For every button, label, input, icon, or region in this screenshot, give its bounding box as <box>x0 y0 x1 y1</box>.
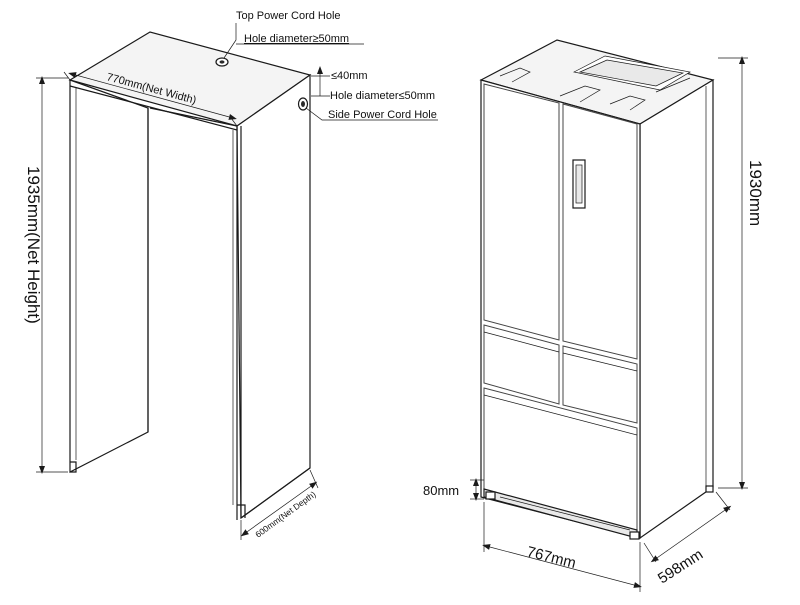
side-offset-label: ≤40mm <box>331 70 368 82</box>
upper-right-door <box>562 103 638 360</box>
middle-right-drawer <box>562 345 638 424</box>
front-left-foot <box>485 491 496 500</box>
fridge-drawing: 1930mm 80mm 767mm 598mm <box>423 39 765 592</box>
fridge-width-label: 767mm <box>525 543 578 572</box>
cabinet-left-side <box>69 79 149 473</box>
fridge-depth-label: 598mm <box>655 546 706 588</box>
top-hole-diameter-label: Hole diameter≥50mm <box>244 33 349 45</box>
rear-right-foot <box>705 485 714 493</box>
upper-left-door <box>483 83 560 341</box>
fridge-side <box>639 78 714 540</box>
middle-left-drawer <box>483 324 560 405</box>
cabinet-right-side <box>236 73 311 520</box>
top-hole-label: Top Power Cord Hole <box>236 10 341 22</box>
side-hole-diameter-label: Hole diameter≤50mm <box>330 90 435 102</box>
side-hole-label: Side Power Cord Hole <box>328 109 437 121</box>
net-height-label: 1935mm(Net Height) <box>24 166 43 324</box>
feet-height-label: 80mm <box>423 483 459 498</box>
front-right-foot <box>629 531 640 540</box>
cabinet-drawing: 770mm(Net Width) 1935mm(Net Height) 600m… <box>24 10 438 540</box>
fridge-height-label: 1930mm <box>746 160 765 226</box>
